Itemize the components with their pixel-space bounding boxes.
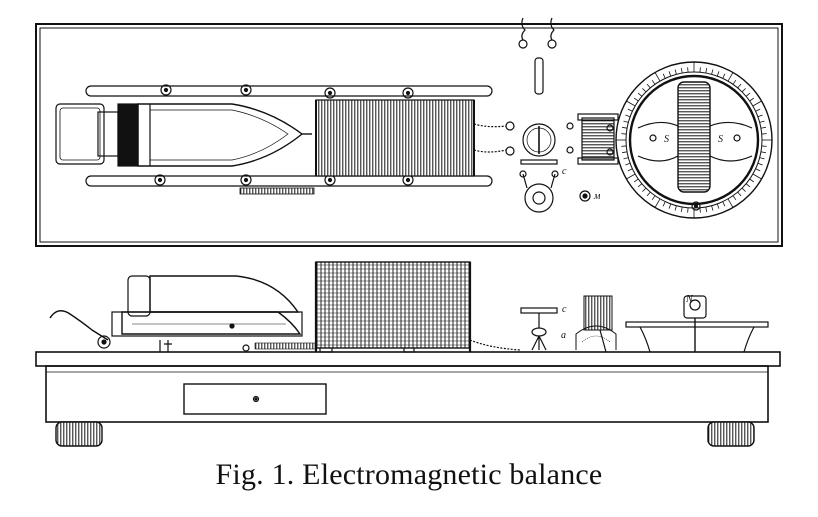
dial-tick	[623, 120, 629, 123]
main-coil-side	[315, 261, 471, 349]
figure-caption: Fig. 1. Electromagnetic balance	[215, 458, 603, 491]
label-s-right: S	[718, 134, 723, 145]
dial-tick	[757, 114, 763, 118]
dial-tick	[749, 178, 755, 183]
drawer	[183, 383, 327, 415]
dial-tick	[705, 68, 708, 74]
dial-tick	[662, 73, 666, 79]
dial-tick	[680, 206, 683, 212]
graduated-dial	[615, 61, 773, 219]
dial-tick	[749, 97, 755, 102]
dial-tick	[745, 183, 751, 188]
dial-tick	[741, 187, 746, 192]
dial-tick	[732, 195, 737, 201]
rail-screws	[154, 84, 414, 186]
dial-tick	[737, 83, 742, 89]
dial-tick	[633, 97, 639, 102]
dial-tick	[727, 72, 734, 82]
dial-tick	[705, 206, 708, 212]
dial-tick	[755, 108, 761, 112]
dial-tick	[716, 71, 720, 77]
dial-tick	[674, 205, 677, 211]
dial-tick	[674, 69, 677, 75]
dial-tick	[741, 88, 746, 93]
dial-tick	[651, 195, 656, 201]
dial-tick	[668, 203, 672, 209]
dial-tick	[668, 71, 672, 77]
dial-tick	[711, 205, 714, 211]
relay-coil-top	[566, 113, 619, 165]
dial-tick	[646, 83, 651, 89]
magnet-bell-side	[121, 275, 302, 335]
dial-tick	[651, 79, 656, 85]
dial-tick	[760, 126, 766, 129]
dial-tick	[623, 157, 629, 160]
dial-tick	[716, 203, 720, 209]
dial-tick	[654, 72, 661, 82]
dial-tick	[737, 191, 742, 197]
knob-m	[579, 190, 591, 202]
base-cabinet	[45, 365, 769, 423]
dial-tick	[755, 168, 761, 172]
main-coil-top	[315, 99, 475, 177]
dial-tick	[622, 126, 628, 129]
galvanometer-knob-top	[519, 170, 559, 213]
dial-tick	[642, 187, 647, 192]
label-s-left: S	[664, 134, 669, 145]
dial-tick	[627, 108, 633, 112]
input-wires	[518, 17, 557, 49]
label-a-side: a	[561, 330, 566, 341]
dial-tick	[759, 120, 765, 123]
label-c-top: c	[562, 166, 567, 177]
side-view-elevation: c a N	[35, 261, 781, 447]
top-view-frame	[35, 23, 783, 247]
dial-tick	[727, 198, 734, 208]
dial-tick	[637, 92, 643, 97]
dial-tick	[760, 151, 766, 154]
balance-beam	[625, 295, 769, 353]
dial-tick	[626, 100, 636, 107]
dial-tick	[752, 100, 762, 107]
scale-strip-top	[239, 187, 315, 195]
switch-rod	[534, 57, 544, 95]
dial-tick	[625, 114, 631, 118]
top-view-plan: c м S S	[35, 17, 783, 247]
feet	[55, 421, 755, 447]
dial-tick	[625, 162, 631, 166]
pan-stand	[520, 307, 558, 351]
compass-top	[520, 123, 558, 165]
dial-tick	[627, 168, 633, 172]
base-board-top	[35, 351, 781, 367]
dial-tick	[745, 92, 751, 97]
upper-rail	[85, 85, 493, 97]
dial-tick	[732, 79, 737, 85]
label-c-side: c	[562, 304, 567, 315]
relay-coil-side	[575, 295, 617, 353]
dial-tick	[757, 162, 763, 166]
dial-tick	[752, 173, 762, 180]
dial-tick	[722, 73, 726, 79]
lower-rail	[85, 175, 493, 187]
dial-tick	[646, 191, 651, 197]
dial-tick	[626, 173, 636, 180]
dial-tick	[711, 69, 714, 75]
dial-tick	[680, 68, 683, 74]
label-m-top: м	[593, 191, 601, 202]
dial-tick	[654, 198, 661, 208]
label-n-side: N	[685, 294, 694, 305]
coil-leads	[473, 123, 507, 153]
dial-tick	[633, 178, 639, 183]
dial-tick	[622, 151, 628, 154]
magnet-bell-top	[55, 103, 312, 167]
lever-hook	[49, 310, 109, 341]
dial-tick	[759, 157, 765, 160]
dial-tick	[722, 201, 726, 207]
dial-coil	[677, 81, 711, 193]
dial-tick	[642, 88, 647, 93]
dial-tick	[637, 183, 643, 188]
dial-tick	[662, 201, 666, 207]
